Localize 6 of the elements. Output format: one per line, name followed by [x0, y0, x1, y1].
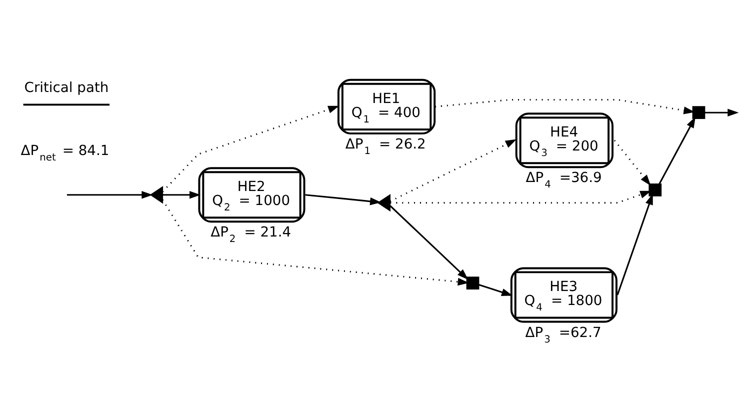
label: ΔP$_{net}$ = 84.1: [20, 142, 110, 163]
node-label: ΔP$_{3}$ =62.7: [525, 324, 602, 345]
node-label: ΔP$_{2}$ = 21.4: [210, 224, 292, 245]
legend-label: Critical path: [24, 80, 109, 96]
node-label: ΔP$_{4}$ =36.9: [526, 170, 602, 190]
node-label: ΔP$_{1}$ = 26.2: [345, 136, 426, 156]
